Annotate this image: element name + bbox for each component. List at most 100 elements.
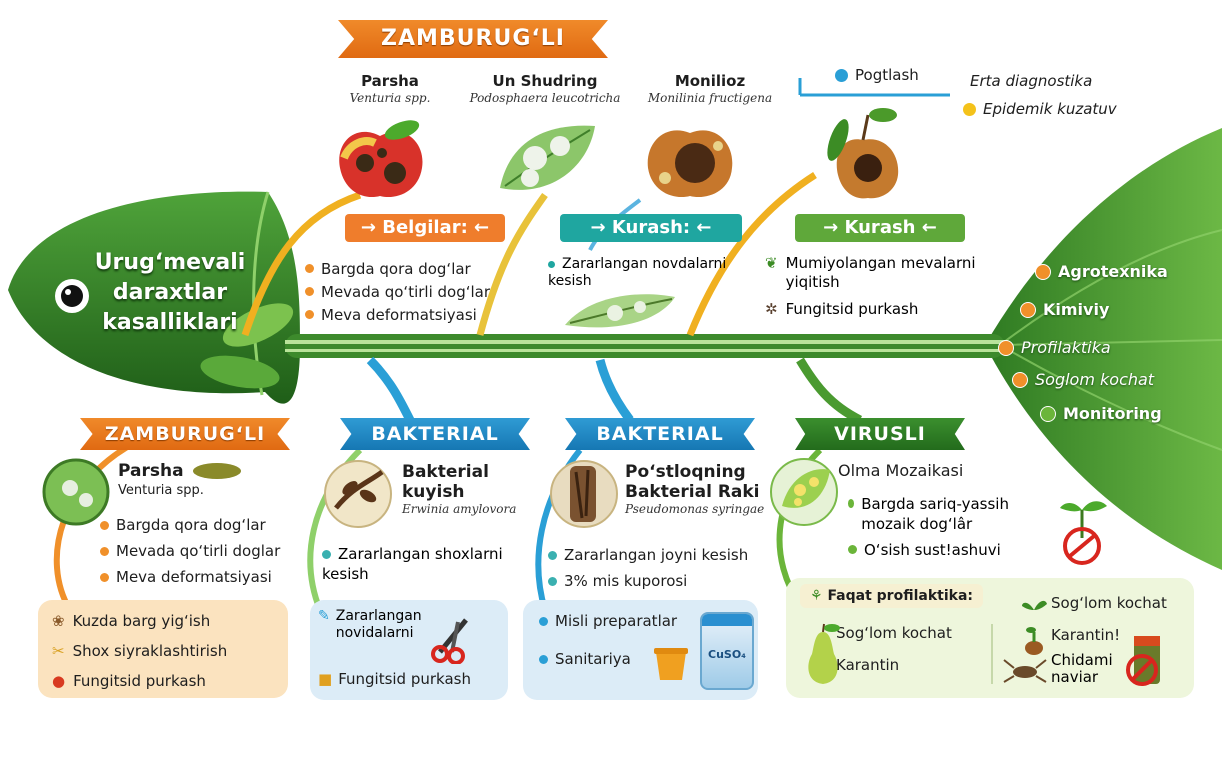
bug-icon: ✲ bbox=[765, 300, 778, 318]
list-item: ✂Shox siyraklashtirish bbox=[52, 642, 228, 660]
list-item: Bargda sariq-yassih mozaik dog‘lâr bbox=[848, 494, 1043, 534]
disease-monilioz: Monilioz Monilinia fructigena bbox=[640, 72, 780, 105]
diag-item-pogtlash: Pogtlash bbox=[835, 66, 919, 85]
list-item: Sog‘lom kochat bbox=[836, 624, 952, 642]
tail-item-soglom-kochat: Soglom kochat bbox=[1012, 370, 1154, 389]
disease-parsha: Parsha Venturia spp. bbox=[330, 72, 450, 105]
list-item: Mevada qo‘tirli dog‘lar bbox=[305, 280, 505, 303]
col1-action-box: ❀Kuzda barg yig‘ish ✂Shox siyraklashtiri… bbox=[38, 600, 288, 698]
list-item: Mevada qo‘tirli doglar bbox=[100, 538, 300, 564]
list-item: Zararlangan joyni kesish bbox=[548, 542, 768, 568]
spine bbox=[285, 334, 1005, 358]
col3-header: Po‘stloqning Bakterial Raki Pseudomonas … bbox=[625, 462, 765, 516]
col2-action-box: ✎Zararlangan novidalarni ■Fungitsid purk… bbox=[310, 600, 508, 700]
monilioz-apple-icon bbox=[647, 130, 733, 198]
bucket-icon bbox=[654, 648, 688, 680]
list-item: 3% mis kuporosi bbox=[548, 568, 768, 594]
belgilar-label: → Belgilar: ← bbox=[345, 214, 505, 242]
col2-header: Bakterial kuyish Erwinia amylovora bbox=[402, 462, 517, 516]
apple-scab-icon bbox=[339, 120, 423, 198]
sprayer-icon: ● bbox=[52, 672, 66, 690]
list-item: ✎Zararlangan novidalarni bbox=[318, 608, 422, 641]
knife-icon: ✎ bbox=[318, 608, 330, 624]
list-item: Sanitariya bbox=[539, 646, 758, 672]
mummified-apple-icon bbox=[827, 108, 899, 199]
col1-header: Parsha Venturia spp. bbox=[118, 462, 204, 500]
disease-latin: Erwinia amylovora bbox=[402, 502, 517, 516]
leaf-cutting-icon bbox=[565, 294, 675, 328]
copper-sulfate-jar-icon: CuSO₄ bbox=[700, 612, 754, 690]
disease-name: Un Shudring bbox=[492, 72, 598, 90]
bark-canker-circle-icon bbox=[550, 460, 618, 528]
bottom-banner-virusli: VIRUSLI bbox=[795, 418, 965, 450]
bottom-banner-zamburugli: ZAMBURUG‘LI bbox=[80, 418, 290, 450]
tail-item-kimiviy: Kimiviy bbox=[1020, 300, 1109, 319]
kurash-label-1: → Kurash: ← bbox=[560, 214, 742, 242]
list-item: Misli preparatlar bbox=[539, 608, 758, 634]
diag-item-erta: Erta diagnostika bbox=[970, 72, 1093, 90]
list-item: Meva deformatsiyasi bbox=[100, 564, 300, 590]
diag-item-epidemik: Epidemik kuzatuv bbox=[963, 100, 1117, 119]
disease-name: Parsha bbox=[361, 72, 419, 90]
fish-head bbox=[8, 191, 300, 404]
list-item: ❦Mumiyolangan mevalarni yiqitish bbox=[765, 254, 976, 291]
pruning-shears-icon bbox=[431, 618, 468, 664]
top-banner-zamburugli: ZAMBURUG‘LI bbox=[338, 20, 608, 58]
disease-name: Monilioz bbox=[674, 72, 746, 90]
kurash-list-2: ❦Mumiyolangan mevalarni yiqitish ✲Fungit… bbox=[765, 254, 990, 319]
list-item: ❀Kuzda barg yig‘ish bbox=[52, 612, 211, 630]
seedling-icons bbox=[1022, 600, 1047, 655]
col3-list: Zararlangan joyni kesish 3% mis kuporosi bbox=[548, 542, 768, 594]
fish-head-title: Urug‘mevali daraxtlar kasalliklari bbox=[94, 250, 246, 335]
fire-blight-circle-icon bbox=[324, 460, 392, 528]
disease-latin: Monilinia fructigena bbox=[647, 91, 773, 105]
fish-tail bbox=[985, 128, 1222, 570]
kurash-label-2: → Kurash ← bbox=[795, 214, 965, 242]
faqat-profilaktika-label: ⚘ Faqat profilaktika: bbox=[800, 584, 983, 608]
disease-latin: Venturia spp. bbox=[118, 483, 204, 498]
col4-action-box: ⚘ Faqat profilaktika: Sog‘lom kochat Kar… bbox=[786, 578, 1194, 698]
tail-item-monitoring: Monitoring bbox=[1040, 404, 1162, 423]
col2-list: Zararlangan shoxlarni kesish bbox=[322, 544, 522, 584]
dot-icon bbox=[835, 69, 848, 82]
tail-item-agrotexnika: Agrotexnika bbox=[1035, 262, 1168, 281]
disease-name: Parsha bbox=[118, 461, 184, 481]
pear-icon bbox=[808, 623, 840, 684]
jar-label: CuSO₄ bbox=[708, 648, 746, 661]
list-item: Bargda qora dog‘lar bbox=[305, 257, 505, 280]
dot-icon bbox=[963, 103, 976, 116]
leaf-pile-icon: ❀ bbox=[52, 612, 65, 630]
tail-item-profilaktika: Profilaktika bbox=[998, 338, 1111, 357]
list-item: Karantin! bbox=[1051, 626, 1121, 644]
list-item: Karantin bbox=[836, 656, 900, 674]
list-item: Chidami naviar bbox=[1051, 651, 1113, 686]
scab-leaf-circle-icon bbox=[42, 458, 110, 526]
bucket-icon: ■ bbox=[318, 670, 333, 688]
col1-list: Bargda qora dog‘lar Mevada qo‘tirli dogl… bbox=[100, 512, 300, 590]
bottom-banner-bakterial-2: BAKTERIAL bbox=[565, 418, 755, 450]
mildew-leaf-icon bbox=[500, 125, 595, 190]
mosaic-leaf-circle-icon bbox=[770, 458, 838, 526]
leaf-icon bbox=[193, 463, 241, 479]
no-pesticide-icon bbox=[1126, 636, 1160, 686]
pruner-icon: ✂ bbox=[52, 642, 65, 660]
disease-un-shudring: Un Shudring Podosphaera leucotricha bbox=[455, 72, 635, 105]
insect-icon bbox=[1003, 659, 1047, 683]
list-item: Meva deformatsiyasi bbox=[305, 303, 505, 326]
belgilar-list: Bargda qora dog‘lar Mevada qo‘tirli dog‘… bbox=[305, 257, 505, 326]
list-item: Sog‘lom kochat bbox=[1051, 594, 1167, 612]
list-item: ■Fungitsid purkash bbox=[318, 670, 471, 688]
kurash-list-1: Zararlangan novdalarni kesish bbox=[548, 256, 743, 290]
col4-list: Bargda sariq-yassih mozaik dog‘lâr O‘sis… bbox=[848, 494, 1043, 560]
col4-disease-name: Olma Mozaikasi bbox=[838, 461, 964, 480]
list-item: ✲Fungitsid purkash bbox=[765, 300, 919, 318]
list-item: Zararlangan shoxlarni kesish bbox=[322, 545, 503, 583]
leaf bbox=[200, 355, 280, 389]
leaf bbox=[222, 303, 294, 347]
disease-latin: Pseudomonas syringae bbox=[625, 502, 765, 516]
list-item: ●Fungitsid purkash bbox=[52, 672, 206, 690]
leaf-icon: ❦ bbox=[765, 254, 778, 272]
list-item: Bargda qora dog‘lar bbox=[100, 512, 300, 538]
disease-latin: Podosphaera leucotricha bbox=[469, 91, 621, 105]
